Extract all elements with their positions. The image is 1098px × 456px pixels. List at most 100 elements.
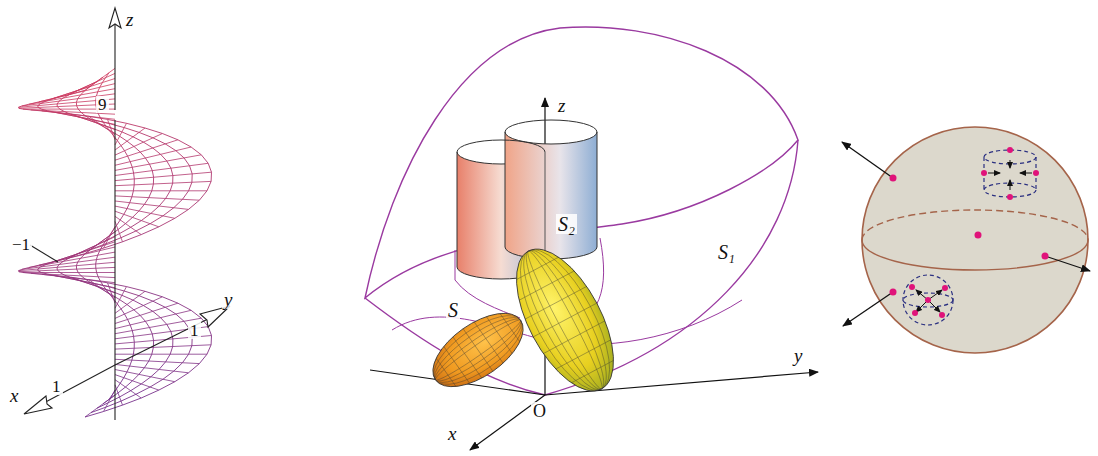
mesh-line [29,254,85,268]
mesh-line [150,354,189,387]
mesh-line [115,370,175,382]
mesh-line [139,296,184,322]
mesh-line [159,354,207,390]
mesh-line [167,161,173,191]
mesh-line [436,358,456,386]
mesh-line [97,221,141,245]
mesh-line [132,167,134,191]
lobes-s [420,234,633,406]
mesh-line [486,317,512,354]
origin-label: O [531,402,548,420]
mesh-line [139,132,184,158]
mesh-line [19,104,29,109]
mesh-line [150,191,189,224]
tick-label: 1 [188,322,201,339]
small-ball-arrows [916,290,942,312]
mesh-line [500,314,520,342]
mesh-line [115,345,211,349]
mesh-line [91,224,150,250]
mesh-line [503,238,627,403]
mesh-line [29,90,85,104]
surface-label: S₂ [556,214,577,234]
mesh-line [97,384,141,408]
axis-label: y [792,346,804,365]
mesh-line [76,95,80,109]
mesh-line [133,137,167,161]
axis-label: z [556,96,567,115]
tick-label: 1 [50,378,63,395]
mesh-line [23,109,71,114]
mesh-line [141,191,170,221]
mesh-line [85,227,159,254]
mesh-line [150,164,154,191]
mesh-line [133,354,152,381]
mesh-line [115,190,207,191]
mesh-line [121,146,132,168]
mesh-line [124,191,134,215]
tick-label: −1 [10,236,32,253]
mesh-line [115,201,189,209]
mesh-line [19,268,29,273]
mesh-line [150,328,154,355]
mesh-line [141,354,170,384]
mesh-line [145,291,201,318]
mesh-line [71,114,145,128]
mesh-line [115,359,199,363]
mesh-line [91,387,150,413]
mesh-line [98,73,109,92]
mesh-line [96,255,98,272]
lobe-grid [423,238,627,403]
mesh-line [23,272,115,273]
mesh-line [115,181,211,185]
mesh-line [133,300,167,324]
mesh-line [432,316,523,384]
mesh-line [423,303,532,397]
mesh-line [453,337,482,378]
mesh-line [571,360,613,382]
small-ball [903,275,953,325]
mesh-line [543,321,605,354]
axis-label: z [124,10,135,29]
mesh-line [31,273,115,277]
mesh-line [201,155,211,191]
mesh-line [517,257,559,279]
sphere [862,127,1088,353]
mesh-line [23,273,71,278]
mesh-line [127,305,150,328]
mesh-line [525,286,587,319]
mesh-line [57,98,63,109]
mesh-line [121,309,132,331]
surface-label: S₁ [716,242,737,262]
normal-arrows [842,142,1090,326]
axes-middle [370,98,818,450]
points [890,147,1049,318]
mesh-line [556,340,611,369]
mesh-line [533,303,597,337]
mesh-line [127,141,150,164]
tick-label: 9 [96,96,109,113]
mesh-line [81,77,104,95]
mesh-line [184,158,192,191]
mesh-line [115,206,175,218]
mesh-line [115,364,189,372]
axes-left [24,8,230,420]
small-cylinder-arrows [988,160,1032,190]
mesh-line [115,196,199,200]
mesh-line [57,261,63,272]
axis-label: y [222,290,234,309]
mesh-line [115,354,207,355]
mesh-line [22,257,115,269]
mesh-line [509,241,620,399]
mesh-line [159,191,207,227]
mesh-line [98,236,109,255]
mesh-line [115,163,208,175]
mesh-line [29,252,115,268]
small-cylinder [984,150,1036,197]
mesh-line [132,331,134,355]
mesh-line [38,265,46,273]
axis-label: x [446,424,458,443]
mesh-line [426,307,529,392]
mesh-line [516,244,615,395]
